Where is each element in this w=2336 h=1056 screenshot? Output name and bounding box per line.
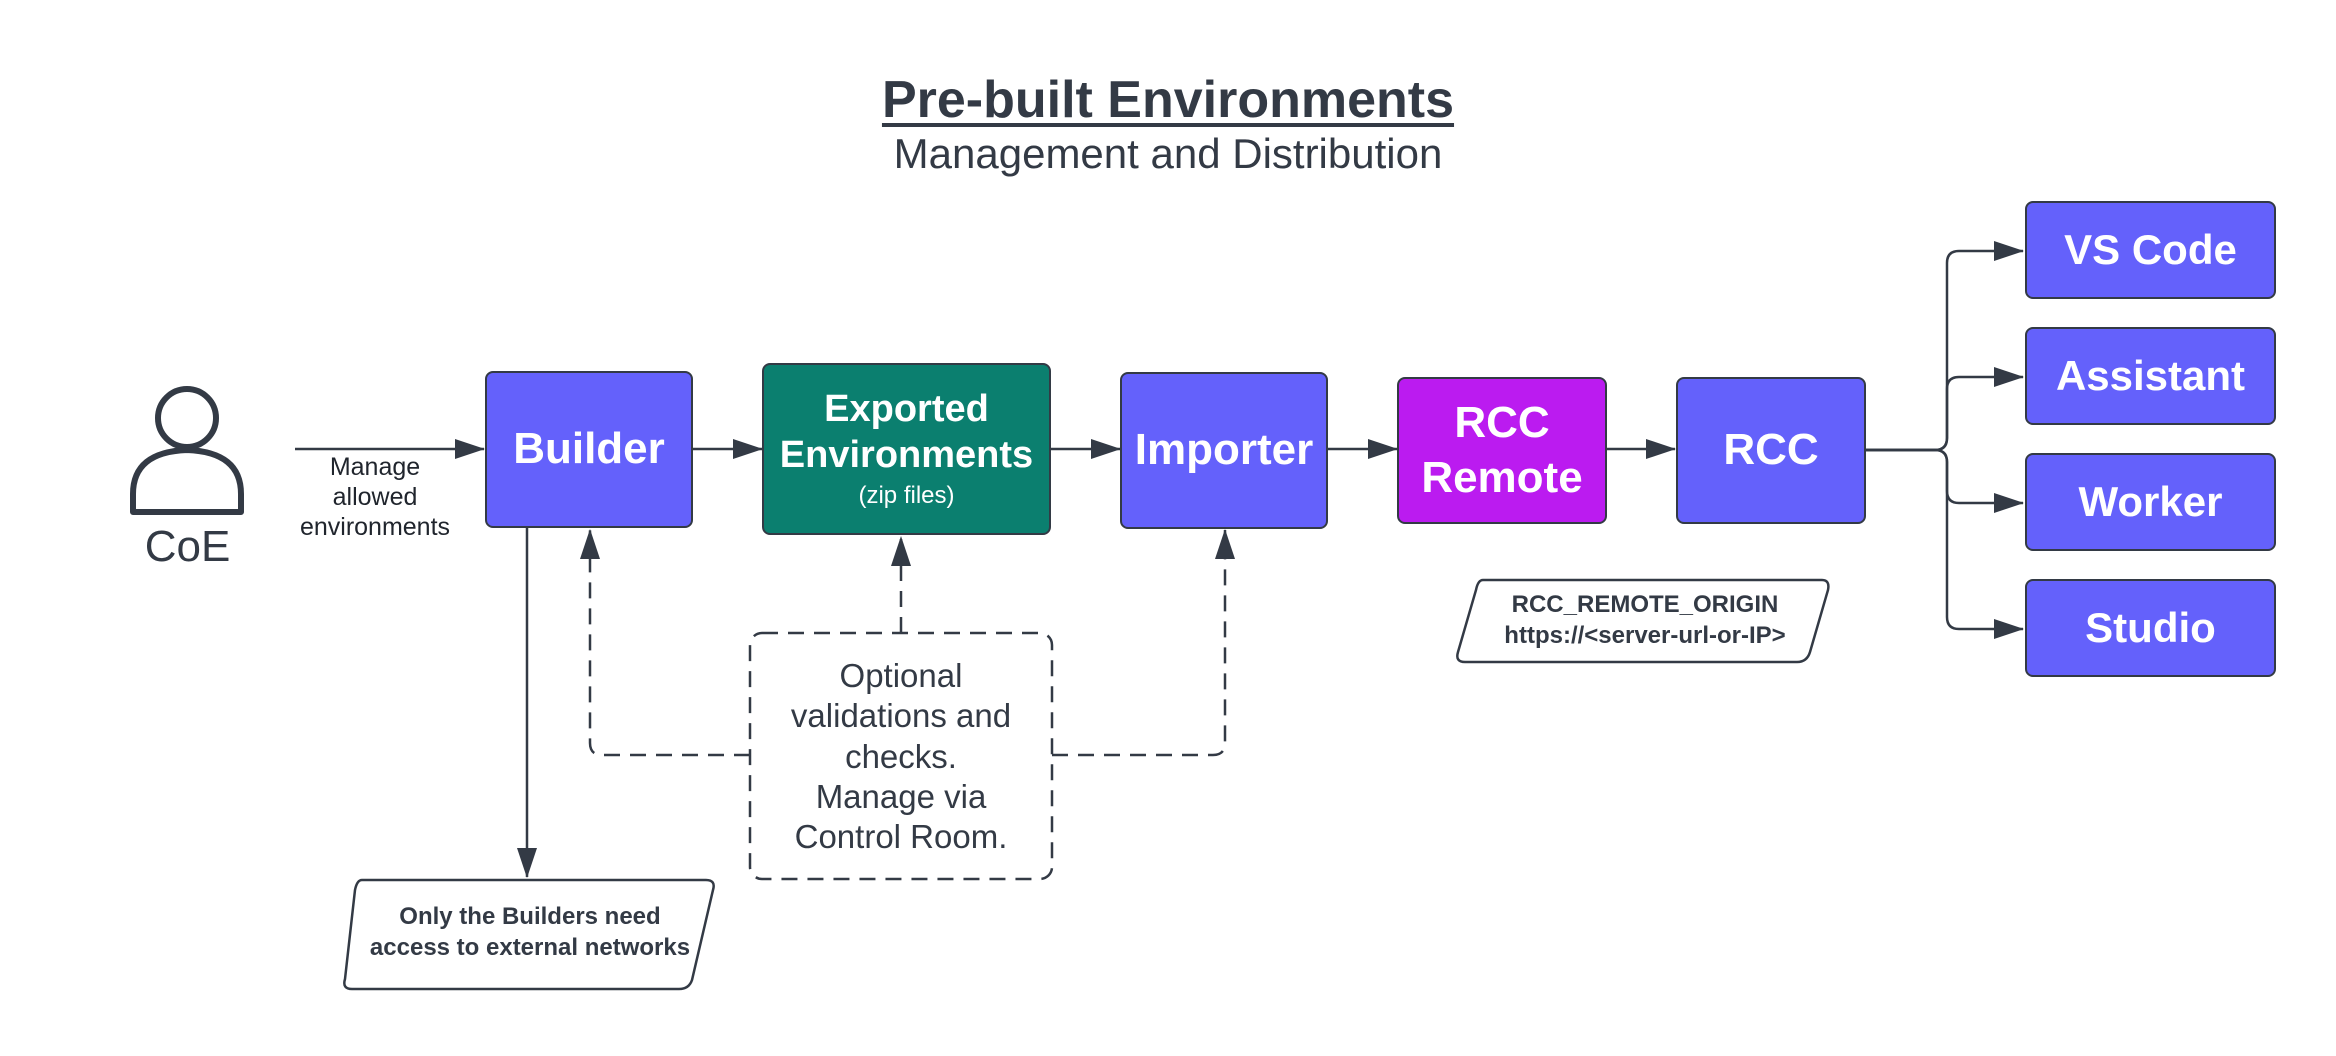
importer-node: Importer [1120,372,1328,529]
dashed-arrow-to-importer [1052,529,1235,757]
builder-network-note: Only the Builders need access to externa… [369,903,691,961]
arrow-rcc-to-worker [1866,448,2024,513]
client-vscode: VS Code [2025,201,2276,299]
optional-validation-text: Optional validations and checks. Manage … [790,657,1012,855]
arrow-rcc-to-assistant [1866,367,2024,452]
exported-environments-node: Exported Environments (zip files) [762,363,1051,535]
page-title: Pre-built Environments [881,71,1455,129]
coe-label: CoE [144,522,231,571]
rcc-remote-origin-note: RCC_REMOTE_ORIGIN https://<server-url-or… [1504,591,1786,649]
client-assistant: Assistant [2025,327,2276,425]
person-icon [130,386,244,515]
manage-environments-label: Manage allowed environments [299,453,451,541]
rcc-node: RCC [1676,377,1866,524]
client-worker: Worker [2025,453,2276,551]
page-subtitle: Management and Distribution [893,130,1443,177]
rcc-remote-note-shape [1456,578,1830,664]
dashed-arrow-to-builder [580,529,750,757]
arrow-rcc-to-studio [1866,448,2024,639]
builder-node: Builder [485,371,693,528]
rcc-remote-node: RCC Remote [1397,377,1607,524]
client-studio: Studio [2025,579,2276,677]
arrow-rcc-to-vscode [1866,241,2024,452]
builder-note-shape [343,878,715,991]
